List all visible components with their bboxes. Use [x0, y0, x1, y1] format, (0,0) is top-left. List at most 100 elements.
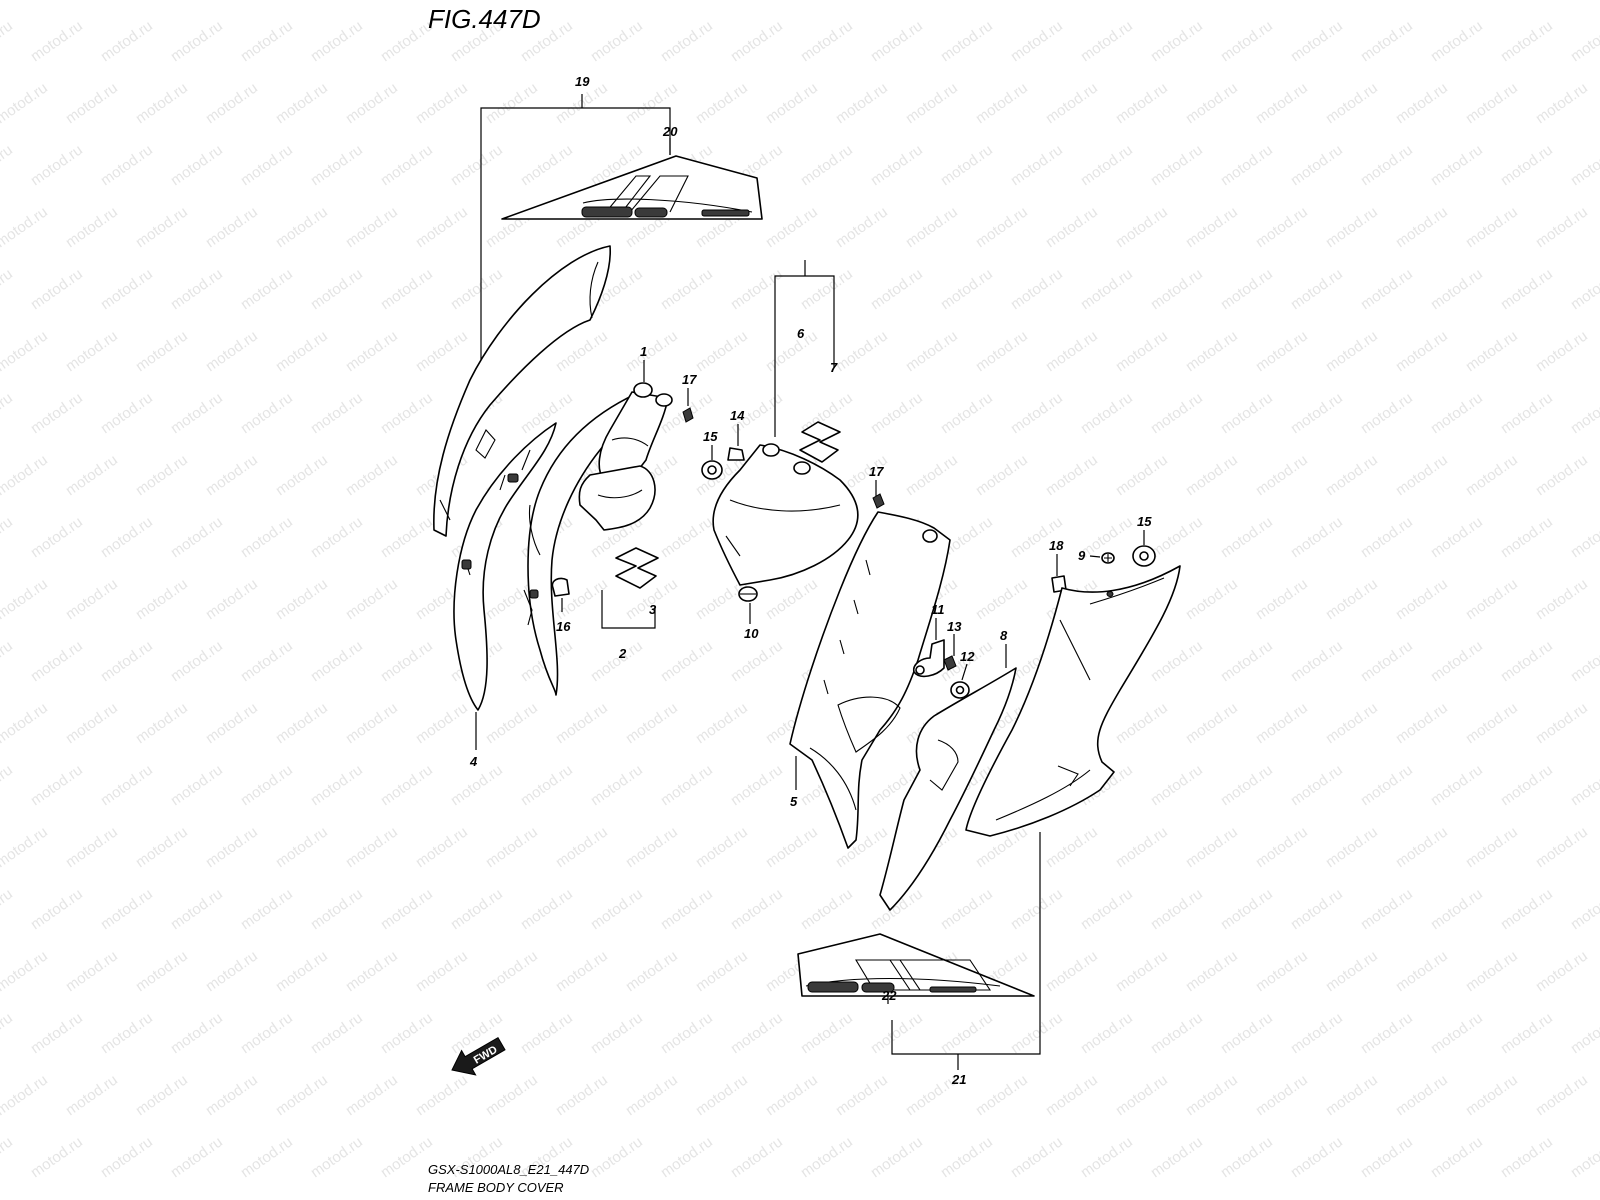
watermark-text: motod.ru	[1498, 761, 1556, 809]
watermark-text: motod.ru	[413, 1071, 471, 1119]
part-17-screw-b	[872, 493, 885, 509]
leader-2-3-bracket	[601, 590, 656, 629]
part-20-decal	[501, 155, 763, 220]
watermark-text: motod.ru	[1463, 1195, 1521, 1200]
part-7-emblem	[799, 421, 841, 463]
watermark-text: motod.ru	[1148, 513, 1206, 561]
watermark-text: motod.ru	[1288, 761, 1346, 809]
watermark-text: motod.ru	[1533, 203, 1591, 251]
watermark-text: motod.ru	[658, 513, 716, 561]
watermark-text: motod.ru	[728, 1009, 786, 1057]
watermark-text: motod.ru	[623, 1195, 681, 1200]
watermark-text: motod.ru	[1498, 265, 1556, 313]
watermark-text: motod.ru	[833, 1071, 891, 1119]
part-11-bracket	[912, 639, 945, 678]
model-code: GSX-S1000AL8_E21_447D	[428, 1162, 589, 1177]
watermark-text: motod.ru	[1043, 1195, 1101, 1200]
watermark-text: motod.ru	[133, 203, 191, 251]
watermark-text: motod.ru	[0, 141, 16, 189]
watermark-text: motod.ru	[1288, 637, 1346, 685]
watermark-text: motod.ru	[1463, 203, 1521, 251]
watermark-text: motod.ru	[1183, 79, 1241, 127]
watermark-text: motod.ru	[203, 327, 261, 375]
watermark-text: motod.ru	[1253, 1195, 1311, 1200]
part-upper-side-panel	[433, 245, 611, 537]
watermark-text: motod.ru	[728, 637, 786, 685]
watermark-text: motod.ru	[1253, 327, 1311, 375]
watermark-text: motod.ru	[868, 1009, 926, 1057]
watermark-text: motod.ru	[0, 451, 51, 499]
watermark-text: motod.ru	[1218, 17, 1276, 65]
watermark-text: motod.ru	[1533, 823, 1591, 871]
watermark-text: motod.ru	[483, 947, 541, 995]
watermark-text: motod.ru	[1043, 327, 1101, 375]
watermark-text: motod.ru	[1113, 823, 1171, 871]
watermark-text: motod.ru	[0, 1009, 16, 1057]
watermark-text: motod.ru	[168, 885, 226, 933]
watermark-text: motod.ru	[133, 79, 191, 127]
watermark-text: motod.ru	[273, 699, 331, 747]
watermark-text: motod.ru	[1358, 389, 1416, 437]
watermark-text: motod.ru	[378, 885, 436, 933]
watermark-text: motod.ru	[28, 761, 86, 809]
watermark-text: motod.ru	[1428, 513, 1486, 561]
watermark-text: motod.ru	[973, 575, 1031, 623]
watermark-text: motod.ru	[1323, 947, 1381, 995]
watermark-text: motod.ru	[553, 699, 611, 747]
watermark-text: motod.ru	[1533, 0, 1591, 3]
watermark-text: motod.ru	[1253, 947, 1311, 995]
watermark-text: motod.ru	[133, 327, 191, 375]
callout-22: 22	[881, 988, 897, 1003]
watermark-text: motod.ru	[1533, 327, 1591, 375]
watermark-text: motod.ru	[308, 885, 366, 933]
watermark-text: motod.ru	[413, 0, 471, 3]
watermark-text: motod.ru	[1043, 203, 1101, 251]
watermark-text: motod.ru	[1358, 885, 1416, 933]
watermark-text: motod.ru	[1148, 761, 1206, 809]
watermark-text: motod.ru	[693, 1195, 751, 1200]
watermark-text: motod.ru	[203, 0, 261, 3]
watermark-text: motod.ru	[1568, 1009, 1600, 1057]
callout-12: 12	[960, 649, 975, 664]
watermark-text: motod.ru	[623, 1071, 681, 1119]
watermark-text: motod.ru	[343, 327, 401, 375]
watermark-text: motod.ru	[28, 389, 86, 437]
watermark-text: motod.ru	[1043, 451, 1101, 499]
callout-15-b: 15	[1137, 514, 1152, 529]
watermark-text: motod.ru	[1393, 823, 1451, 871]
watermark-text: motod.ru	[378, 761, 436, 809]
watermark-text: motod.ru	[1148, 637, 1206, 685]
watermark-text: motod.ru	[28, 141, 86, 189]
watermark-text: motod.ru	[1218, 141, 1276, 189]
watermark-text: motod.ru	[133, 699, 191, 747]
watermark-text: motod.ru	[1183, 575, 1241, 623]
watermark-text: motod.ru	[1498, 1133, 1556, 1181]
watermark-text: motod.ru	[238, 17, 296, 65]
watermark-text: motod.ru	[308, 1009, 366, 1057]
watermark-text: motod.ru	[1428, 761, 1486, 809]
watermark-text: motod.ru	[973, 327, 1031, 375]
watermark-text: motod.ru	[413, 947, 471, 995]
part-10-pin	[738, 586, 758, 602]
watermark-text: motod.ru	[1393, 327, 1451, 375]
watermark-text: motod.ru	[623, 947, 681, 995]
watermark-text: motod.ru	[1323, 203, 1381, 251]
watermark-text: motod.ru	[1078, 265, 1136, 313]
watermark-text: motod.ru	[903, 327, 961, 375]
watermark-text: motod.ru	[1183, 699, 1241, 747]
watermark-text: motod.ru	[483, 1071, 541, 1119]
watermark-text: motod.ru	[1183, 327, 1241, 375]
watermark-text: motod.ru	[308, 141, 366, 189]
watermark-text: motod.ru	[903, 203, 961, 251]
watermark-text: motod.ru	[1533, 1071, 1591, 1119]
watermark-text: motod.ru	[588, 1009, 646, 1057]
watermark-text: motod.ru	[1043, 0, 1101, 3]
watermark-text: motod.ru	[1568, 1133, 1600, 1181]
watermark-text: motod.ru	[1148, 1009, 1206, 1057]
watermark-text: motod.ru	[1323, 699, 1381, 747]
watermark-text: motod.ru	[798, 141, 856, 189]
watermark-text: motod.ru	[133, 1071, 191, 1119]
watermark-text: motod.ru	[1323, 575, 1381, 623]
watermark-text: motod.ru	[1533, 575, 1591, 623]
watermark-text: motod.ru	[1323, 327, 1381, 375]
